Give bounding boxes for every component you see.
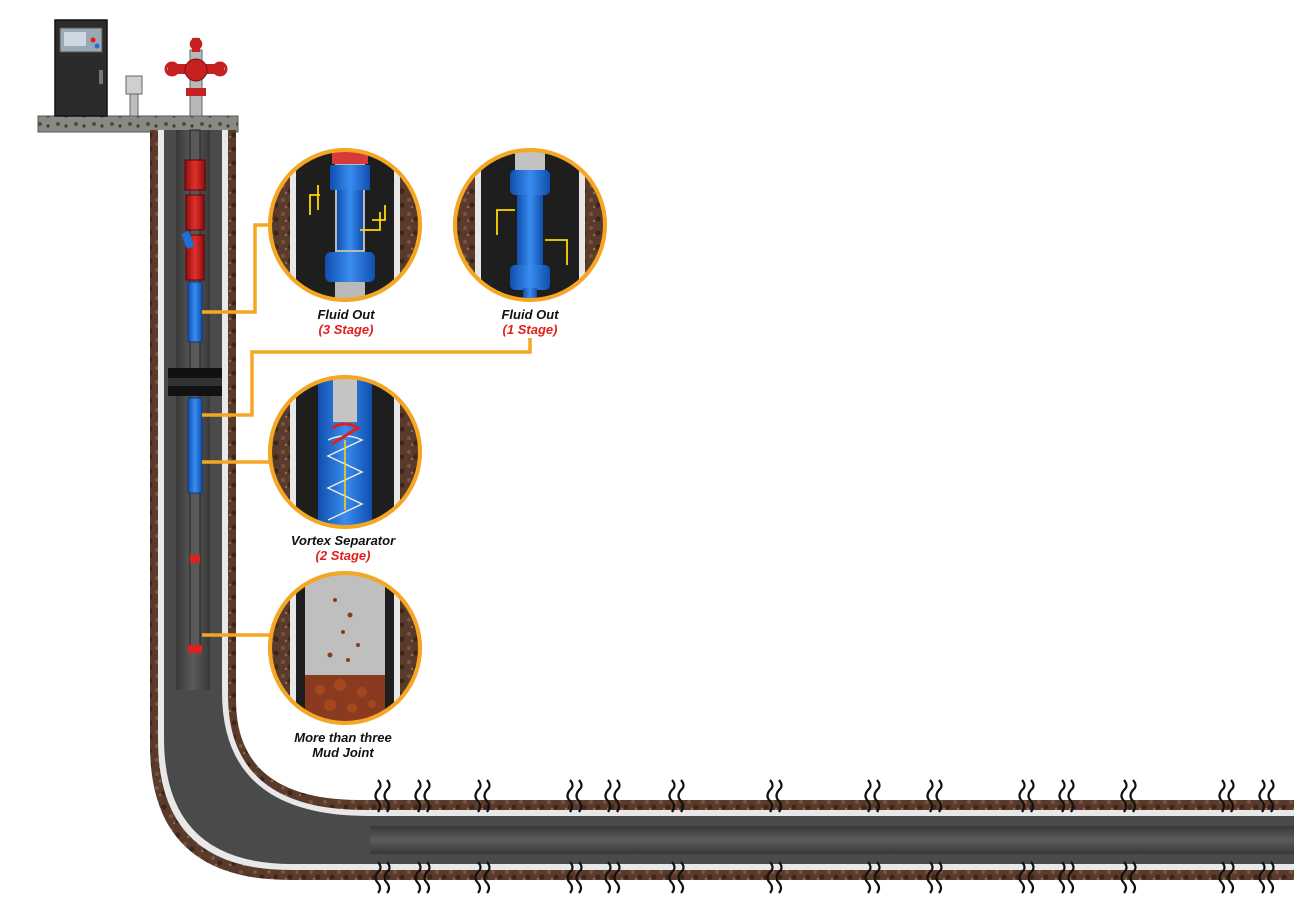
fracture-icon bbox=[935, 861, 943, 894]
fracture-icon bbox=[575, 779, 583, 813]
fracture-icon bbox=[423, 861, 431, 894]
fracture-icon bbox=[668, 861, 676, 894]
caption-title: More than three bbox=[294, 730, 392, 745]
caption-vortex-separator: Vortex Separator (2 Stage) bbox=[291, 533, 395, 563]
callout-fluid-out-1-stage bbox=[453, 148, 607, 302]
fracture-icon bbox=[1227, 779, 1235, 813]
fracture-icon bbox=[1227, 861, 1235, 894]
fracture-icon bbox=[1258, 779, 1266, 813]
fracture-icon bbox=[483, 779, 491, 813]
fracture-icon bbox=[613, 861, 621, 894]
callout-connectors bbox=[202, 223, 532, 637]
fracture-icon bbox=[604, 779, 612, 813]
fracture-icon bbox=[766, 861, 774, 894]
caption-title: Fluid Out bbox=[317, 307, 375, 322]
control-panel-icon bbox=[54, 19, 108, 117]
fracture-icon bbox=[873, 779, 881, 813]
callout-mud-joint bbox=[268, 571, 422, 725]
fracture-icon bbox=[1218, 861, 1226, 894]
caption-subtitle: (3 Stage) bbox=[318, 322, 374, 337]
fracture-icon bbox=[613, 779, 621, 813]
caption-fluid-out-3-stage: Fluid Out (3 Stage) bbox=[317, 307, 374, 337]
fracture-icon bbox=[1018, 861, 1026, 894]
fracture-icon bbox=[926, 861, 934, 894]
fracture-icon bbox=[1129, 779, 1137, 813]
fracture-icon bbox=[668, 779, 676, 813]
fracture-icon bbox=[423, 779, 431, 813]
fracture-icon bbox=[1267, 861, 1275, 894]
separator-3-stage bbox=[187, 281, 203, 343]
fracture-icon bbox=[775, 779, 783, 813]
fracture-icon bbox=[1058, 779, 1066, 813]
fracture-icon bbox=[1067, 779, 1075, 813]
fracture-icon bbox=[1258, 861, 1266, 894]
pump-upper bbox=[184, 159, 206, 191]
fracture-icon bbox=[383, 861, 391, 894]
fracture-icon bbox=[1067, 861, 1075, 894]
fracture-icon bbox=[474, 779, 482, 813]
fracture-icon bbox=[414, 779, 422, 813]
gauge-icon bbox=[125, 75, 143, 117]
fracture-icon bbox=[1129, 861, 1137, 894]
fracture-icon bbox=[1120, 779, 1128, 813]
fracture-icon bbox=[566, 779, 574, 813]
wellhead-valve-icon bbox=[164, 37, 228, 117]
fracture-icon bbox=[474, 861, 482, 894]
surface-ground bbox=[37, 115, 239, 133]
pump-middle bbox=[185, 194, 205, 231]
fracture-icon bbox=[483, 861, 491, 894]
fracture-icon bbox=[864, 779, 872, 813]
caption-subtitle: (2 Stage) bbox=[315, 548, 371, 563]
fracture-icon bbox=[374, 861, 382, 894]
fracture-icon bbox=[1058, 861, 1066, 894]
caption-title: Fluid Out bbox=[501, 307, 559, 322]
fracture-icon bbox=[873, 861, 881, 894]
mud-joint-tool bbox=[188, 645, 202, 653]
caption-title: Vortex Separator bbox=[290, 533, 396, 548]
callout-fluid-out-3-stage bbox=[268, 148, 422, 302]
fracture-icon bbox=[1027, 861, 1035, 894]
fracture-icon bbox=[677, 861, 685, 894]
fracture-icon bbox=[383, 779, 391, 813]
fracture-icon bbox=[1027, 779, 1035, 813]
fracture-icon bbox=[864, 861, 872, 894]
fracture-icon bbox=[1267, 779, 1275, 813]
fracture-icon bbox=[1218, 779, 1226, 813]
fractures bbox=[374, 779, 1275, 894]
fracture-icon bbox=[1018, 779, 1026, 813]
fracture-icon bbox=[1120, 861, 1128, 894]
caption-mud-joint: More than three Mud Joint bbox=[294, 730, 392, 760]
fracture-icon bbox=[766, 779, 774, 813]
callout-vortex-separator bbox=[268, 375, 422, 529]
fracture-icon bbox=[566, 861, 574, 894]
fracture-icon bbox=[604, 861, 612, 894]
fracture-icon bbox=[677, 779, 685, 813]
caption-fluid-out-1-stage: Fluid Out (1 Stage) bbox=[501, 307, 558, 337]
vortex-separator-tool bbox=[187, 397, 203, 494]
fracture-icon bbox=[775, 861, 783, 894]
fracture-icon bbox=[575, 861, 583, 894]
fracture-icon bbox=[414, 861, 422, 894]
fracture-icon bbox=[935, 779, 943, 813]
fracture-icon bbox=[374, 779, 382, 813]
caption-subtitle: Mud Joint bbox=[312, 745, 374, 760]
caption-subtitle: (1 Stage) bbox=[502, 322, 558, 337]
fracture-icon bbox=[926, 779, 934, 813]
